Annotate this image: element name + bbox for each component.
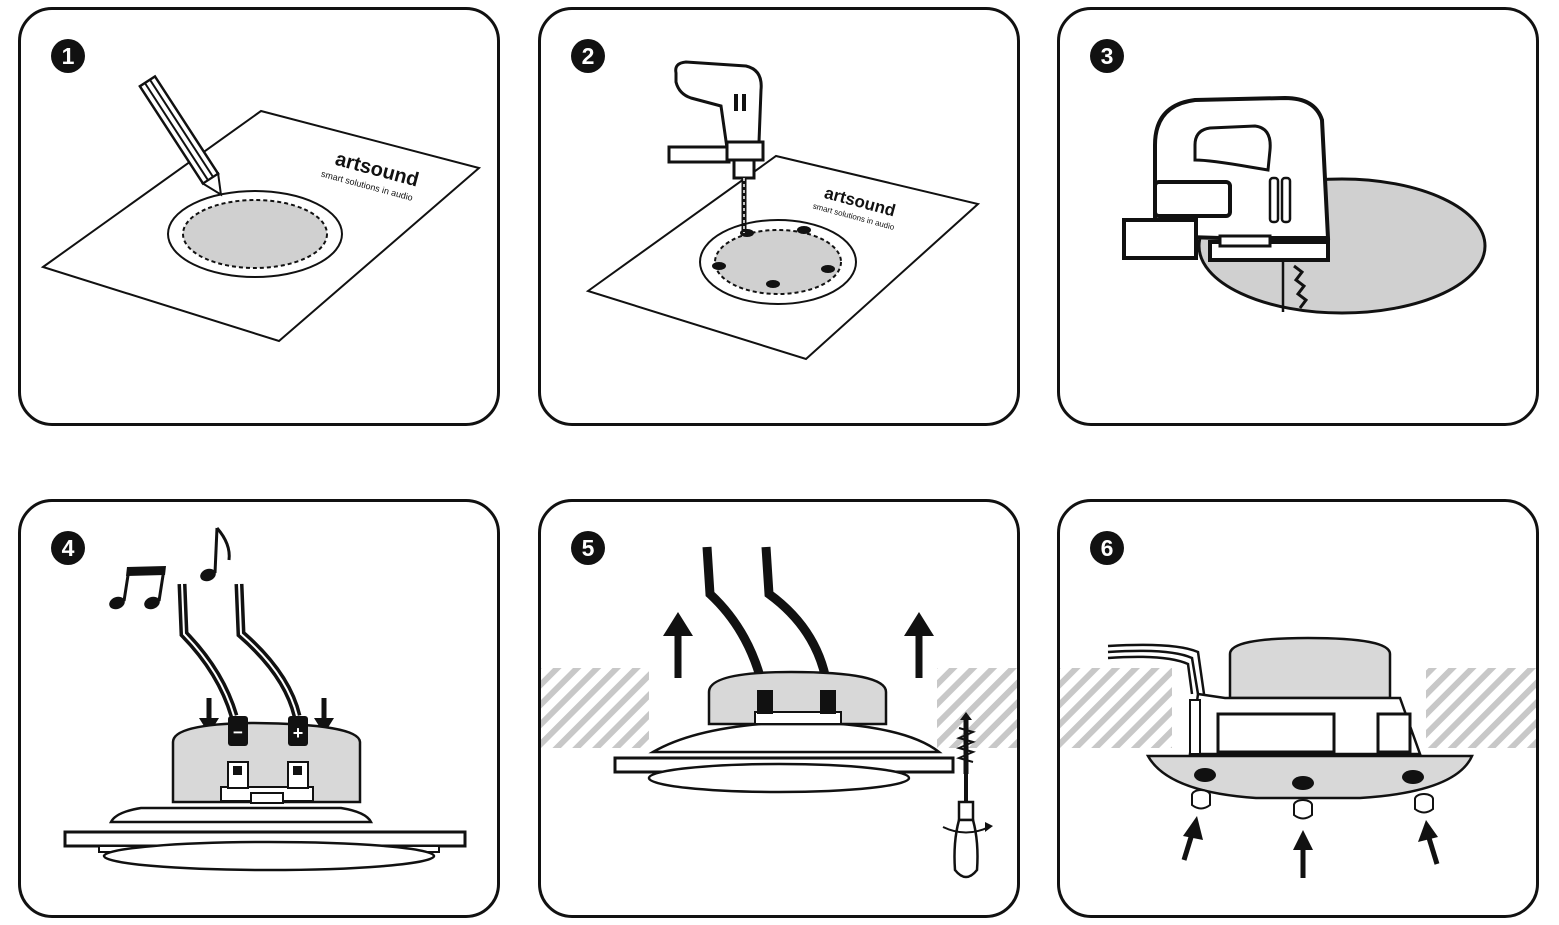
step-5-number-badge: 5 [571,531,605,565]
magnet-cap [1414,793,1434,814]
speaker-unit [1145,636,1474,800]
speaker-cables [702,546,833,693]
step-6-number-badge: 6 [1090,531,1124,565]
screwdriver-icon [942,774,993,879]
step-2-panel: 2 artsound smart solutions in audio [538,7,1020,426]
step-2-number-badge: 2 [571,39,605,73]
mount-hole [1402,770,1424,784]
step-2-illustration: artsound smart solutions in audio [585,60,981,361]
up-arrow-icon [663,612,693,678]
minus-connector: − [228,716,248,746]
wall-section [541,668,649,748]
up-arrow-icon [904,612,934,678]
step-1-panel: 1 artsound smart solutions in audio [18,7,500,426]
step-4-number-badge: 4 [51,531,85,565]
wall-section [937,668,1017,748]
mount-hole [1194,768,1216,782]
magnet-cap [1293,799,1313,820]
step-1-illustration: artsound smart solutions in audio [40,74,482,343]
jigsaw-icon [1122,95,1331,262]
speaker-unit [63,721,467,872]
up-arrow-icon [1181,816,1203,861]
drill-icon [667,60,765,233]
magnet-cap [1191,789,1211,810]
wall-section [1426,668,1536,748]
music-notes-icon [109,527,231,610]
plus-terminal-label: + [293,723,304,743]
minus-terminal-label: − [233,723,243,742]
step-5-panel: 5 [538,499,1020,918]
step-6-illustration [1060,636,1536,878]
step-6-panel: 6 [1057,499,1539,918]
speaker-cables [177,583,302,718]
step-1-number-badge: 1 [51,39,85,73]
screw-icon [956,712,976,774]
step-4-panel: 4 [18,499,500,918]
pencil-icon [138,74,223,197]
step-3-panel: 3 [1057,7,1539,426]
up-arrow-icon [1293,830,1313,878]
step-3-number-badge: 3 [1090,39,1124,73]
wall-section [1060,668,1172,748]
cutout-area [714,229,842,295]
up-arrow-icon [1418,820,1440,865]
step-5-illustration [541,546,1017,879]
cutout-area [182,199,328,269]
speaker-unit [613,670,955,794]
drill-holes [712,226,835,288]
step-3-illustration [1122,95,1487,315]
plus-connector: + [288,716,308,746]
saw-blade [1293,264,1309,309]
speaker-cables [1107,643,1206,695]
step-4-illustration: − + [63,527,467,872]
mount-hole [1292,776,1314,790]
